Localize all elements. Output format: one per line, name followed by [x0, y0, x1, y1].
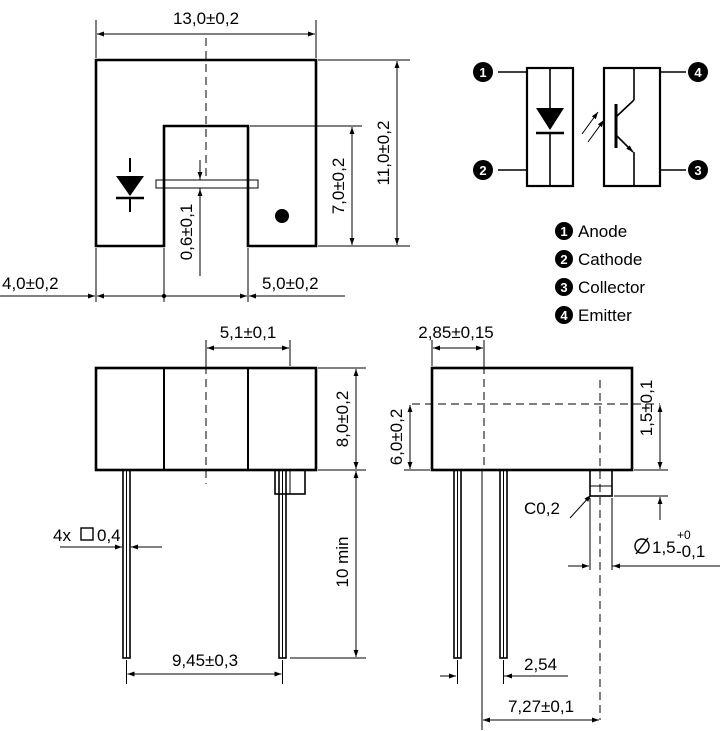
svg-text:Collector: Collector — [578, 278, 645, 297]
dim-body-height: 8,0±0,2 — [333, 391, 352, 448]
dim-hole-tol-minus: -0,1 — [676, 542, 705, 561]
dim-side-spacing: 7,27±0,1 — [508, 697, 574, 716]
pin-badge-4: 4 — [688, 62, 708, 82]
circuit-schematic: 1 2 4 3 — [473, 62, 708, 188]
dim-height-total: 11,0±0,2 — [374, 121, 393, 186]
svg-text:4: 4 — [560, 308, 568, 323]
svg-text:Cathode: Cathode — [578, 250, 642, 269]
dim-slot-depth: 7,0±0,2 — [329, 158, 348, 215]
legend-item-collector: 3 Collector — [555, 278, 645, 297]
svg-text:3: 3 — [560, 280, 567, 295]
svg-text:1: 1 — [560, 224, 567, 239]
top-view: 13,0±0,2 11,0±0,2 7,0±0,2 0,6±0,1 4,0±0,… — [0, 9, 410, 302]
svg-text:Anode: Anode — [578, 222, 627, 241]
dim-width-total: 13,0±0,2 — [173, 9, 239, 28]
dim-hole-tol-plus: +0 — [677, 528, 691, 542]
dim-hole-dia: 1,5 — [652, 538, 676, 557]
orientation-dot — [275, 209, 289, 223]
diameter-symbol-icon — [634, 537, 650, 555]
svg-text:2: 2 — [479, 163, 486, 178]
dim-pin-size: 0,4 — [97, 526, 121, 545]
legend-item-anode: 1 Anode — [555, 222, 627, 241]
dim-side-width: 2,85±0,15 — [418, 323, 494, 342]
dim-pin-spacing: 9,45±0,3 — [172, 651, 238, 670]
dim-slot-width: 5,1±0,1 — [220, 323, 277, 342]
svg-text:2: 2 — [560, 252, 567, 267]
pin-badge-1: 1 — [473, 62, 493, 82]
dim-right-offset: 5,0±0,2 — [262, 274, 319, 293]
pin-badge-2: 2 — [473, 160, 493, 180]
dim-chamfer: C0,2 — [524, 499, 560, 518]
svg-text:4: 4 — [694, 65, 702, 80]
dim-pin-length: 10 min — [333, 536, 352, 587]
svg-text:Emitter: Emitter — [578, 306, 632, 325]
svg-text:1: 1 — [479, 65, 486, 80]
pin-badge-3: 3 — [688, 160, 708, 180]
dim-pin-pitch: 2,54 — [524, 655, 557, 674]
dim-side-height: 6,0±0,2 — [387, 409, 406, 466]
diode-symbol-icon — [116, 158, 144, 212]
pin-legend: 1 Anode 2 Cathode 3 Collector 4 Emitter — [555, 222, 645, 325]
svg-text:3: 3 — [694, 163, 701, 178]
front-view: 5,1±0,1 8,0±0,2 10 min 4x 0,4 9,45±0,3 — [53, 323, 366, 684]
side-view: 2,85±0,15 6,0±0,2 1,5±0,1 C0,2 1,5 +0 -0… — [387, 323, 720, 730]
dim-aperture: 0,6±0,1 — [177, 204, 196, 261]
dim-aperture-pos: 1,5±0,1 — [637, 380, 656, 437]
dim-left-offset: 4,0±0,2 — [2, 274, 59, 293]
square-symbol-icon — [80, 527, 94, 541]
legend-item-cathode: 2 Cathode — [555, 250, 642, 269]
legend-item-emitter: 4 Emitter — [555, 306, 632, 325]
dim-pin-count: 4x — [53, 526, 71, 545]
